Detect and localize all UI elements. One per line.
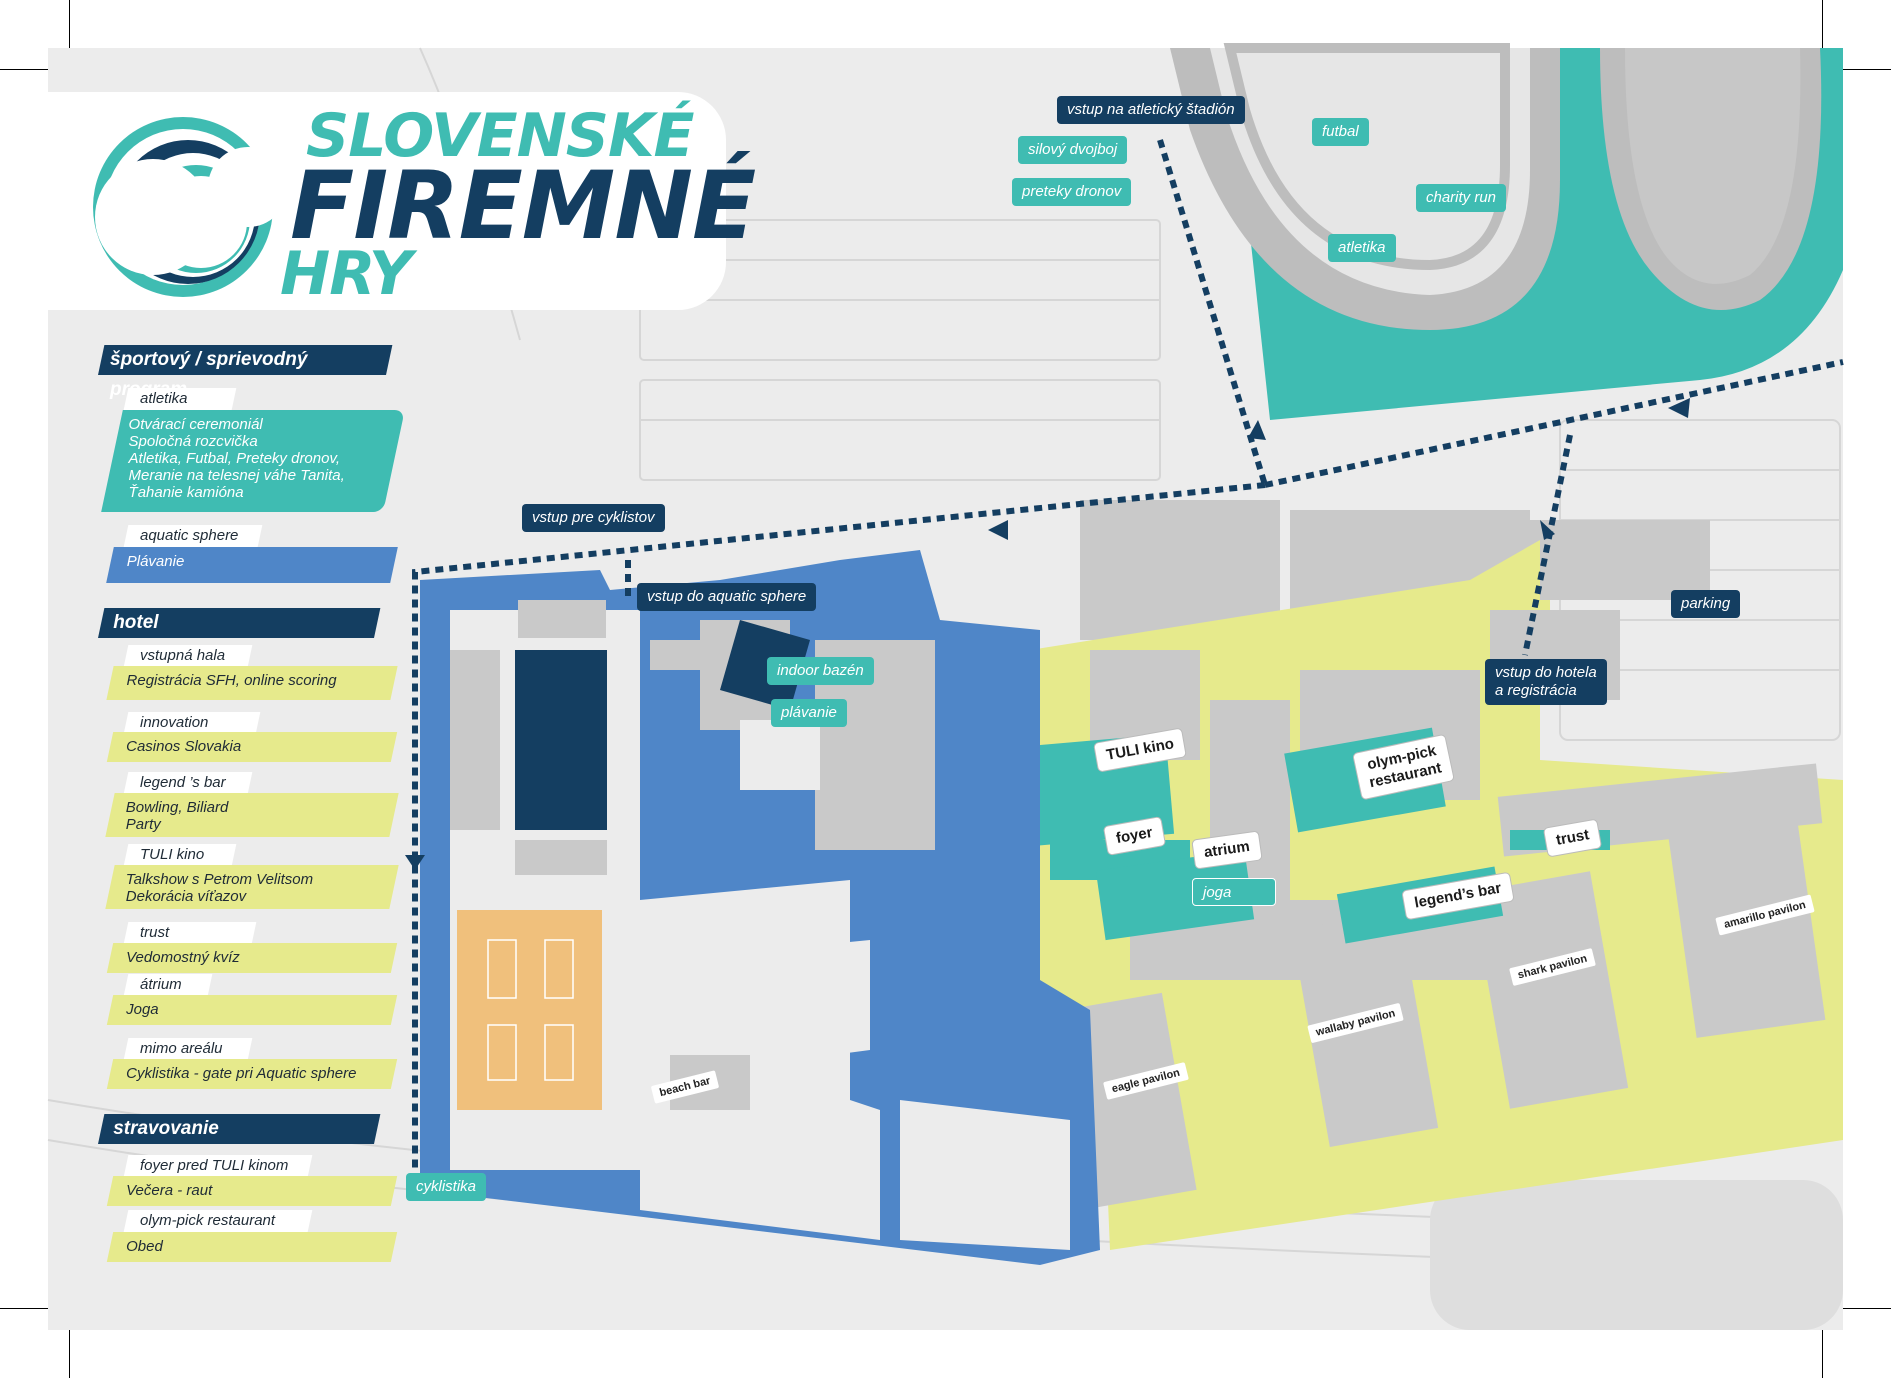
brand-line-1: SLOVENSKÉ (306, 101, 695, 171)
legend-items: Vedomostný kvíz (106, 943, 398, 973)
legend-items: Otvárací ceremoniál Spoločná rozcvička A… (101, 410, 405, 512)
label-hotel-entrance[interactable]: vstup do hotela a registrácia (1485, 659, 1607, 705)
tennis-court (457, 910, 602, 1110)
label-charity-run[interactable]: charity run (1416, 184, 1507, 212)
logo-icon (93, 117, 288, 297)
legend-venue: átrium (123, 974, 213, 996)
crop-mark (0, 1308, 48, 1309)
legend-venue: legend ’s bar (123, 772, 253, 794)
legend-venue: trust (123, 922, 257, 944)
crop-mark (69, 0, 70, 48)
legend-venue: vstupná hala (123, 645, 253, 667)
legend-items: Casinos Slovakia (106, 732, 398, 762)
brand-line-2: FIREMNÉ (290, 152, 756, 261)
legend-venue: foyer pred TULI kinom (123, 1155, 313, 1177)
legend-items: Obed (106, 1232, 398, 1262)
label-swimming[interactable]: plávanie (771, 699, 847, 727)
legend-venue: olym-pick restaurant (123, 1210, 313, 1232)
legend-venue: TULI kino (123, 844, 237, 866)
label-joga[interactable]: joga (1192, 878, 1276, 906)
label-indoor-pool[interactable]: indoor bazén (767, 657, 874, 685)
aquatic-interior (450, 600, 810, 1110)
legend-header-sports: športový / sprievodný program (98, 345, 393, 400)
label-cyclist-entrance[interactable]: vstup pre cyklistov (522, 504, 665, 532)
label-atletika[interactable]: atletika (1328, 234, 1396, 262)
label-cyklistika[interactable]: cyklistika (406, 1173, 487, 1201)
legend-header-food: stravovanie (98, 1114, 381, 1144)
legend-items: Talkshow s Petrom Velitsom Dekorácia víť… (105, 865, 399, 909)
legend-venue: aquatic sphere (123, 525, 263, 547)
legend-header-hotel: hotel (98, 608, 381, 638)
path-arrows (405, 398, 1690, 870)
crop-mark (69, 1330, 70, 1378)
label-preteky-dronov[interactable]: preteky dronov (1012, 178, 1132, 206)
label-aquatic-entrance[interactable]: vstup do aquatic sphere (637, 583, 817, 611)
paths (412, 139, 1844, 1190)
crop-mark (0, 69, 48, 70)
crop-mark (1822, 0, 1823, 48)
legend-items: Joga (106, 995, 398, 1025)
label-silovy-dvojboj[interactable]: silový dvojboj (1018, 136, 1128, 164)
legend-venue: mimo areálu (123, 1038, 253, 1060)
legend-venue: innovation (123, 712, 261, 734)
crop-mark (1843, 69, 1891, 70)
road-area (1430, 1180, 1843, 1330)
crop-mark (1843, 1308, 1891, 1309)
legend-items: Večera - raut (106, 1176, 398, 1206)
legend-venue: atletika (123, 388, 237, 410)
label-parking[interactable]: parking (1671, 590, 1741, 618)
legend-items: Plávanie (106, 547, 398, 583)
brand-line-3: HRY (280, 239, 412, 309)
legend-items: Registrácia SFH, online scoring (106, 666, 398, 700)
brand-panel: SLOVENSKÉ FIREMNÉ HRY (48, 92, 756, 310)
legend-items: Bowling, Biliard Party (105, 793, 399, 837)
label-stadium-entrance[interactable]: vstup na atletický štadión (1057, 96, 1245, 124)
legend-items: Cyklistika - gate pri Aquatic sphere (106, 1059, 398, 1089)
crop-mark (1822, 1330, 1823, 1378)
label-futbal[interactable]: futbal (1312, 118, 1369, 146)
